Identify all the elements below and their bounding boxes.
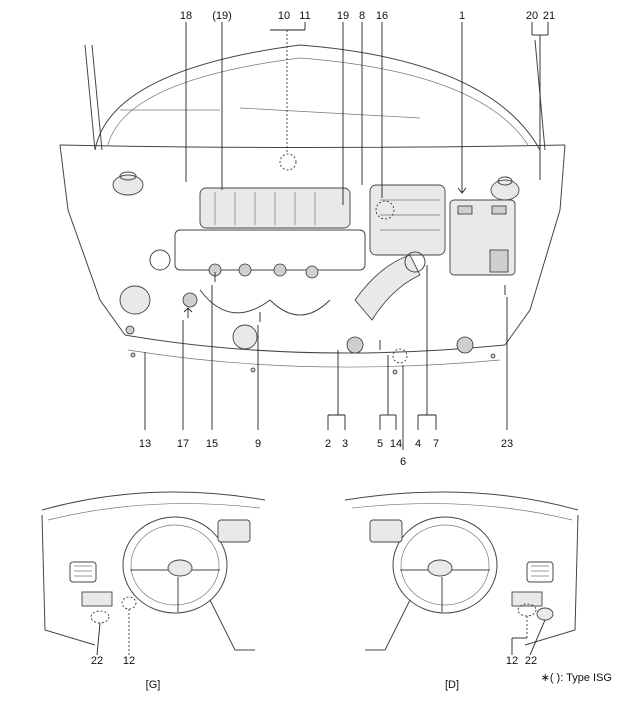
label-1: 1 — [459, 10, 465, 22]
label-19: 19 — [337, 10, 349, 22]
dashboard-leader-lines — [96, 609, 546, 656]
label-11: 11 — [299, 10, 310, 22]
label-3: 3 — [342, 438, 348, 450]
label-10: 10 — [278, 10, 290, 22]
label-4: 4 — [415, 438, 421, 450]
label-19-isg: (19) — [212, 10, 232, 22]
label-16: 16 — [376, 10, 388, 22]
label-22-right: 22 — [525, 655, 537, 667]
label-20: 20 — [526, 10, 538, 22]
dashboard-right-drawing — [344, 491, 579, 651]
label-17: 17 — [177, 438, 189, 450]
label-5: 5 — [377, 438, 383, 450]
caption-isg-note: ∗( ): Type ISG — [541, 672, 612, 684]
label-14: 14 — [390, 438, 402, 450]
label-22-left: 22 — [91, 655, 103, 667]
label-9: 9 — [255, 438, 261, 450]
label-6: 6 — [400, 456, 406, 468]
label-12-right: 12 — [506, 655, 518, 667]
callout-labels: 18 (19) 10 11 19 8 16 1 20 21 13 17 15 9… — [91, 10, 555, 667]
label-13: 13 — [139, 438, 151, 450]
label-7: 7 — [433, 438, 439, 450]
label-12-left: 12 — [123, 655, 135, 667]
label-2: 2 — [325, 438, 331, 450]
captions: [G] [D] ∗( ): Type ISG — [146, 672, 612, 691]
label-15: 15 — [206, 438, 218, 450]
label-8: 8 — [359, 10, 365, 22]
caption-right-hand-drive: [D] — [445, 679, 459, 691]
engine-bay-drawing — [59, 39, 566, 375]
caption-left-hand-drive: [G] — [146, 679, 161, 691]
label-21: 21 — [543, 10, 555, 22]
label-18: 18 — [180, 10, 192, 22]
top-leader-lines — [185, 22, 549, 205]
bottom-leader-lines — [144, 265, 508, 450]
dashboard-left-drawing — [41, 491, 266, 651]
label-23: 23 — [501, 438, 513, 450]
